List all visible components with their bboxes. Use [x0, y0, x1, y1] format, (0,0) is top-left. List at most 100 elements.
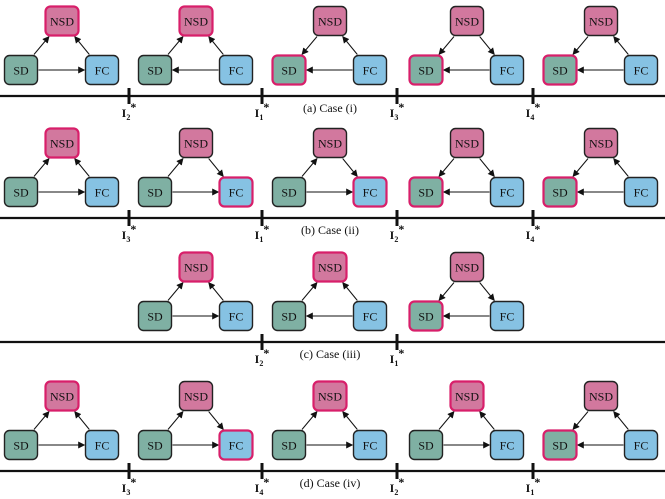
threshold-superscript: * — [398, 100, 404, 114]
fc-node — [218, 54, 254, 86]
threshold-label: I4* — [526, 222, 541, 244]
threshold-subscript: 2 — [126, 113, 130, 122]
threshold-label: I2* — [390, 222, 405, 244]
nsd-node-label: NSD — [589, 137, 613, 151]
fc-node — [489, 300, 525, 332]
fc-node — [489, 54, 525, 86]
threshold-base: I — [390, 352, 395, 366]
nsd-node-label: NSD — [318, 390, 342, 404]
threshold-label: I2* — [255, 346, 270, 368]
threshold-tick — [531, 463, 535, 479]
nsd-node — [178, 380, 214, 412]
threshold-superscript: * — [398, 475, 404, 489]
fc-node-label: FC — [229, 64, 244, 78]
threshold-subscript: 4 — [530, 235, 534, 244]
threshold-subscript: 1 — [259, 235, 263, 244]
fc-node — [218, 300, 254, 332]
transition-arrow — [74, 157, 90, 177]
strategy-diagram: NSD SD FC — [3, 127, 120, 208]
fc-node — [623, 176, 659, 208]
sd-node — [271, 429, 307, 461]
threshold-superscript: * — [534, 222, 540, 236]
fc-node — [218, 429, 254, 461]
fc-node-label: FC — [363, 64, 378, 78]
nsd-node-label: NSD — [318, 137, 342, 151]
threshold-superscript: * — [130, 222, 136, 236]
nsd-node — [583, 5, 619, 37]
nsd-node-label: NSD — [184, 390, 208, 404]
fc-node-label: FC — [500, 186, 515, 200]
threshold-subscript: 3 — [126, 488, 130, 497]
fc-node-label: FC — [95, 186, 110, 200]
threshold-label: I3* — [390, 100, 405, 122]
nsd-node-label: NSD — [50, 15, 74, 29]
sd-node-label: SD — [281, 310, 297, 324]
nsd-node-label: NSD — [589, 390, 613, 404]
transition-arrow — [572, 411, 589, 431]
transition-arrow — [208, 158, 224, 178]
threshold-tick — [127, 463, 131, 479]
sd-node-label: SD — [418, 439, 434, 453]
fc-node — [84, 176, 120, 208]
fc-node-label: FC — [229, 439, 244, 453]
sd-node-label: SD — [281, 186, 297, 200]
threshold-tick — [531, 88, 535, 104]
threshold-subscript: 2 — [259, 359, 263, 368]
sd-node — [271, 176, 307, 208]
nsd-node-label: NSD — [50, 137, 74, 151]
nsd-node-label: NSD — [455, 15, 479, 29]
fc-node — [84, 429, 120, 461]
threshold-superscript: * — [398, 222, 404, 236]
strategy-diagram: NSD SD FC — [271, 380, 388, 461]
nsd-node — [449, 5, 485, 37]
nsd-node-label: NSD — [455, 261, 479, 275]
sd-node — [271, 54, 307, 86]
nsd-node — [312, 127, 348, 159]
sd-node-label: SD — [13, 439, 29, 453]
threshold-superscript: * — [263, 475, 269, 489]
sd-node-label: SD — [281, 439, 297, 453]
threshold-tick — [395, 463, 399, 479]
threshold-base: I — [526, 106, 531, 120]
sd-node — [408, 300, 444, 332]
transition-arrow — [208, 411, 224, 431]
sd-node — [542, 54, 578, 86]
transition-arrow — [613, 410, 629, 430]
fc-node — [623, 429, 659, 461]
fc-node — [352, 176, 388, 208]
fc-node-label: FC — [634, 186, 649, 200]
nsd-node — [449, 127, 485, 159]
threshold-base: I — [122, 481, 127, 495]
fc-node-label: FC — [95, 439, 110, 453]
threshold-tick — [531, 210, 535, 226]
threshold-base: I — [526, 228, 531, 242]
nsd-node — [44, 380, 80, 412]
sd-node — [408, 176, 444, 208]
sd-node-label: SD — [13, 186, 29, 200]
nsd-node-label: NSD — [318, 15, 342, 29]
threshold-superscript: * — [263, 100, 269, 114]
nsd-node — [449, 251, 485, 283]
threshold-tick — [260, 210, 264, 226]
nsd-node — [178, 5, 214, 37]
fc-node-label: FC — [363, 439, 378, 453]
transition-arrow — [479, 158, 495, 178]
threshold-label: I1* — [255, 222, 270, 244]
fc-node-label: FC — [500, 310, 515, 324]
fc-node-label: FC — [95, 64, 110, 78]
nsd-node-label: NSD — [455, 137, 479, 151]
threshold-tick — [395, 210, 399, 226]
transition-arrow — [438, 282, 455, 302]
sd-node — [3, 429, 39, 461]
nsd-node — [312, 380, 348, 412]
threshold-base: I — [390, 106, 395, 120]
nsd-node-label: NSD — [318, 261, 342, 275]
